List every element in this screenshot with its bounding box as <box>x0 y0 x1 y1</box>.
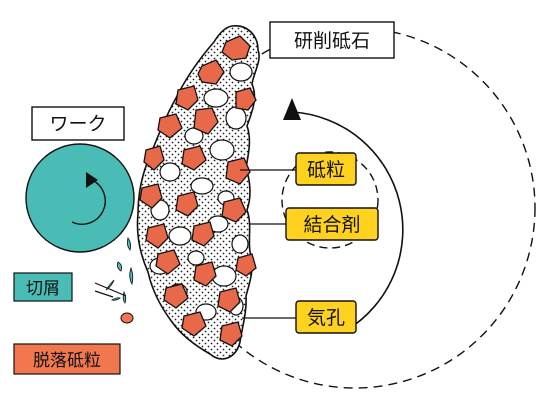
grain <box>191 221 215 247</box>
counterclockwise-arrow-icon <box>71 172 106 225</box>
pore <box>209 139 235 161</box>
chip <box>110 297 121 301</box>
grain <box>181 311 207 337</box>
grain <box>197 59 225 85</box>
chip <box>117 261 122 272</box>
grain <box>175 85 199 111</box>
grain <box>193 107 219 135</box>
bond-callout: 結合剤 <box>285 207 379 241</box>
svg-text:気孔: 気孔 <box>307 307 345 329</box>
grain <box>193 261 217 287</box>
grain <box>221 197 247 223</box>
work-piece <box>25 143 135 253</box>
pores <box>149 62 253 321</box>
grain <box>235 253 257 277</box>
leader-lines <box>94 169 296 319</box>
svg-text:研削砥石: 研削砥石 <box>294 30 370 52</box>
svg-text:ワーク: ワーク <box>49 113 106 135</box>
chips <box>105 237 134 304</box>
detached-grain-callout: 脱落砥粒 <box>13 343 121 375</box>
grains <box>139 35 257 347</box>
grain <box>155 249 181 275</box>
pore <box>225 106 247 130</box>
grain <box>217 287 241 313</box>
grain <box>225 157 251 185</box>
clockwise-arrow-icon <box>283 98 404 331</box>
grain <box>219 321 243 347</box>
work-label: ワーク <box>31 106 125 141</box>
inner-dashed-circle <box>281 151 379 249</box>
pore <box>231 234 249 254</box>
pore <box>229 62 253 82</box>
grain <box>175 191 199 217</box>
pore <box>159 162 181 182</box>
detached-grain <box>120 312 134 324</box>
chip <box>129 266 134 286</box>
grain <box>139 183 163 209</box>
chip <box>122 290 127 304</box>
grain <box>235 87 257 111</box>
grain <box>181 145 207 171</box>
svg-text:結合剤: 結合剤 <box>303 214 360 236</box>
pore <box>190 177 214 195</box>
pore <box>203 88 229 108</box>
svg-text:砥粒: 砥粒 <box>307 159 345 181</box>
wheel-label: 研削砥石 <box>269 21 395 59</box>
grain <box>157 113 183 139</box>
grain <box>163 283 189 309</box>
grain <box>145 223 169 249</box>
grain-callout: 砥粒 <box>295 152 357 186</box>
pore-callout: 気孔 <box>295 300 357 334</box>
svg-text:脱落砥粒: 脱落砥粒 <box>33 351 101 371</box>
grain <box>221 35 251 61</box>
pore <box>168 226 192 246</box>
chip <box>105 279 115 291</box>
pore <box>187 250 205 266</box>
svg-text:切屑: 切屑 <box>26 279 60 299</box>
chips-callout: 切屑 <box>13 272 73 302</box>
chip <box>126 237 132 251</box>
grain <box>143 145 165 171</box>
